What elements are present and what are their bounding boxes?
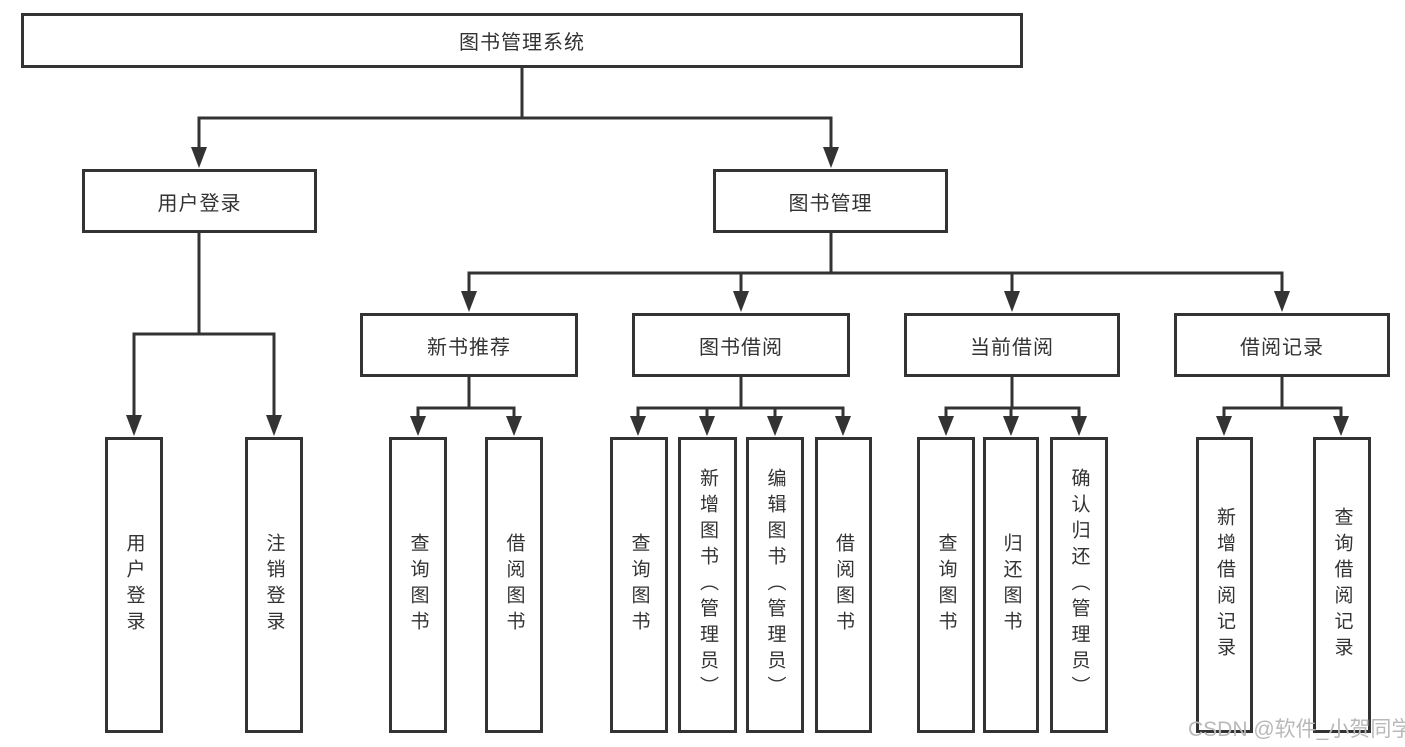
node-label: 借阅图书 (833, 533, 854, 637)
node-label: 图书借阅 (699, 336, 783, 359)
node-label: 查询图书 (628, 533, 650, 637)
leaf-borrow-add-books-admin: 新增图书（管理员） (678, 437, 737, 733)
node-new-book-recommend: 新书推荐 (360, 313, 578, 377)
leaf-current-query-books: 查询图书 (917, 437, 975, 733)
node-label: 图书管理 (788, 192, 873, 215)
node-label: 借阅图书 (503, 533, 525, 637)
node-label: 借阅记录 (1240, 336, 1324, 359)
node-borrow-records: 借阅记录 (1174, 313, 1390, 377)
node-label: 编辑图书（管理员） (764, 468, 786, 702)
leaf-current-return-books: 归还图书 (983, 437, 1039, 733)
leaf-newbook-borrow-books: 借阅图书 (485, 437, 543, 733)
csdn-watermark: CSDN @软件_小贺同学 (1188, 718, 1405, 741)
leaf-logout: 注销登录 (245, 437, 303, 733)
leaf-borrow-borrow-books: 借阅图书 (815, 437, 872, 733)
node-label: 新增图书（管理员） (697, 468, 718, 702)
node-label: 归还图书 (1000, 533, 1022, 637)
node-library-management-system: 图书管理系统 (21, 13, 1023, 68)
node-label: 用户登录 (123, 533, 145, 637)
node-label: 查询图书 (407, 533, 429, 637)
node-label: 图书管理系统 (459, 32, 585, 54)
node-label: 确认归还（管理员） (1068, 468, 1090, 702)
leaf-borrow-query-books: 查询图书 (610, 437, 668, 733)
leaf-newbook-query-books: 查询图书 (389, 437, 447, 733)
node-book-borrowing: 图书借阅 (632, 313, 850, 377)
leaf-records-add-borrow-record: 新增借阅记录 (1196, 437, 1253, 733)
leaf-current-confirm-return-admin: 确认归还（管理员） (1050, 437, 1108, 733)
node-label: 用户登录 (157, 192, 242, 215)
node-label: 当前借阅 (970, 336, 1054, 359)
node-current-borrowing: 当前借阅 (904, 313, 1120, 377)
leaf-borrow-edit-books-admin: 编辑图书（管理员） (746, 437, 804, 733)
node-label: 注销登录 (263, 533, 285, 637)
node-label: 查询借阅记录 (1331, 507, 1353, 663)
node-user-login: 用户登录 (82, 169, 317, 233)
node-label: 新增借阅记录 (1214, 507, 1235, 663)
node-label: 新书推荐 (427, 336, 511, 359)
node-book-management: 图书管理 (713, 169, 948, 233)
leaf-user-login: 用户登录 (105, 437, 163, 733)
leaf-records-query-borrow-record: 查询借阅记录 (1313, 437, 1371, 733)
node-label: 查询图书 (935, 533, 957, 637)
